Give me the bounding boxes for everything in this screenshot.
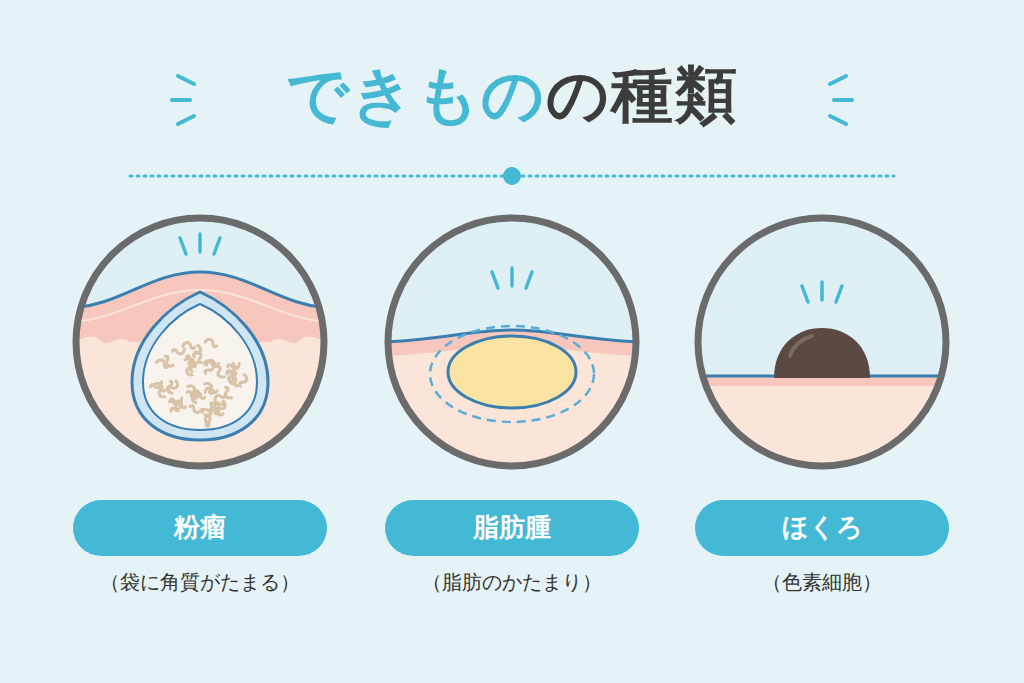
label-pill: 粉瘤（袋に角質がたまる） [73,500,327,556]
emphasis-rays [492,268,532,288]
frame-circle [698,218,946,466]
divider-dot [503,167,521,185]
title-row: できものの種類 [0,58,1024,132]
mole-figure [692,210,952,486]
pill-label: ほくろ [782,512,863,543]
note-text: （袋に角質がたまる） [100,570,300,594]
emphasis-rays [180,234,220,254]
note-text: （色素細胞） [762,570,882,594]
pill-label: 脂肪腫 [473,512,551,543]
emphasis-rays [802,282,842,302]
frame-circle [76,218,324,466]
pill-label: 粉瘤 [174,512,226,543]
label-pill: 脂肪腫（脂肪のかたまり） [385,500,639,556]
lipoma-figure [382,210,642,480]
note-text: （脂肪のかたまり） [422,570,602,594]
atheroma-figure [70,210,330,480]
frame-circle [388,218,636,466]
diagram-title: できものの種類 [286,58,739,132]
label-pill: ほくろ（色素細胞） [695,500,949,556]
